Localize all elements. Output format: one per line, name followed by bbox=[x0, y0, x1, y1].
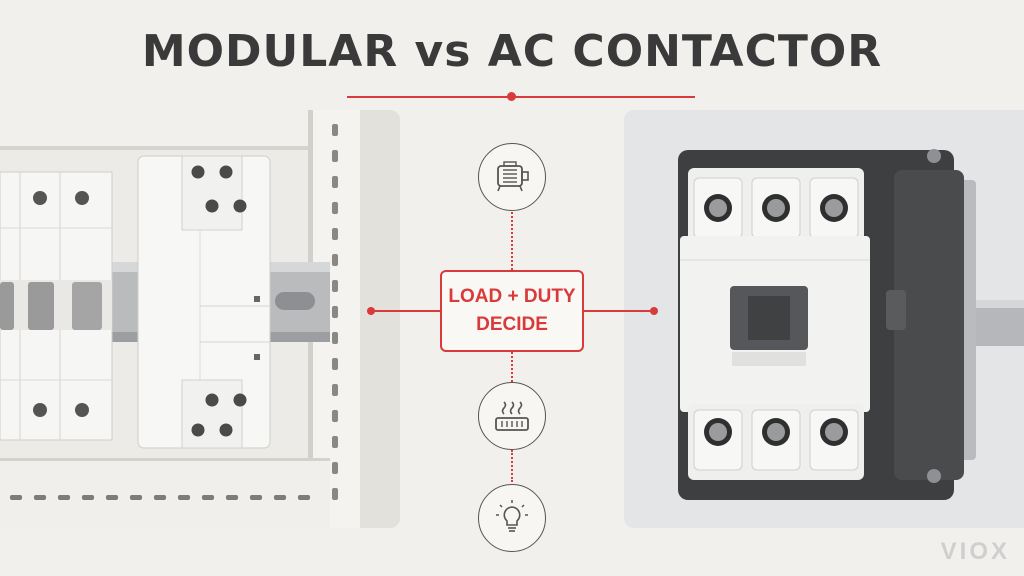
ac-contactor-image bbox=[624, 110, 1024, 528]
motor-icon bbox=[478, 143, 546, 211]
title-underline-dot bbox=[507, 92, 516, 101]
bottom-dotted-connector bbox=[511, 450, 513, 482]
right-connector-dot bbox=[650, 307, 658, 315]
left-connector-dot bbox=[367, 307, 375, 315]
lower-dotted-connector bbox=[511, 352, 513, 382]
page-title: MODULAR vs AC CONTACTOR bbox=[141, 26, 883, 77]
left-connector-line bbox=[372, 310, 440, 312]
heater-icon bbox=[478, 382, 546, 450]
decision-line-1: LOAD + DUTY bbox=[448, 286, 576, 307]
viox-logo: VIOX bbox=[940, 538, 1010, 565]
title-underline bbox=[347, 96, 695, 98]
modular-contactor-image bbox=[0, 110, 400, 528]
upper-dotted-connector bbox=[511, 212, 513, 270]
load-duty-decision-box: LOAD + DUTY DECIDE bbox=[440, 270, 584, 352]
lightbulb-icon bbox=[478, 484, 546, 552]
right-connector-line bbox=[584, 310, 652, 312]
decision-line-2: DECIDE bbox=[476, 314, 548, 335]
